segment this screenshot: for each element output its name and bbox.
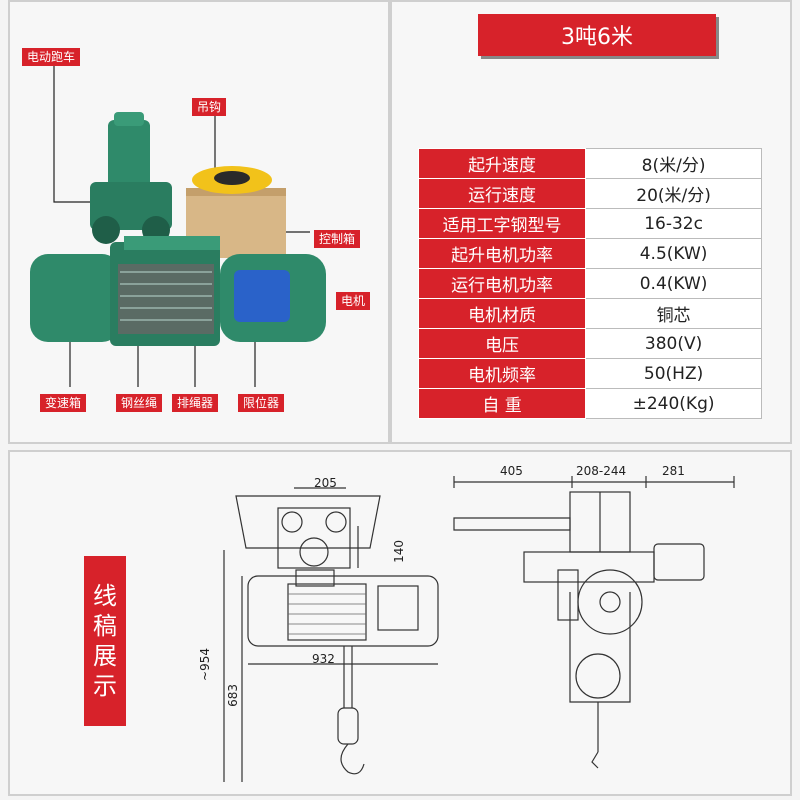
spec-key: 起升电机功率 xyxy=(417,238,587,269)
callout-rope-guide: 排绳器 xyxy=(172,394,219,412)
callout-wire-rope: 钢丝绳 xyxy=(116,394,163,412)
spec-key: 电压 xyxy=(417,328,587,359)
spec-key: 运行速度 xyxy=(417,178,587,209)
banner-char: 展 xyxy=(93,642,117,670)
line-drawing-panel: 205 140 932 ~954 683 405 208-244 281 xyxy=(8,450,792,796)
spec-value: 4.5(KW) xyxy=(585,238,762,269)
table-row: 自 重±240(Kg) xyxy=(417,388,762,419)
callout-motor: 电机 xyxy=(336,292,371,310)
spec-value: 铜芯 xyxy=(585,298,762,329)
callout-trolley: 电动跑车 xyxy=(22,48,81,66)
callout-gearbox: 变速箱 xyxy=(40,394,87,412)
spec-value: 0.4(KW) xyxy=(585,268,762,299)
spec-value: 380(V) xyxy=(585,328,762,359)
dim-281: 281 xyxy=(662,464,685,478)
dim-683: 683 xyxy=(226,684,240,707)
dim-954: ~954 xyxy=(198,648,212,681)
spec-value: 50(HZ) xyxy=(585,358,762,389)
spec-key: 起升速度 xyxy=(417,148,587,179)
spec-key: 自 重 xyxy=(417,388,587,419)
dim-208-244: 208-244 xyxy=(576,464,627,478)
banner-char: 线 xyxy=(93,582,117,610)
banner-char: 示 xyxy=(93,672,117,700)
product-title: 3吨6米 xyxy=(478,14,716,56)
technical-drawing xyxy=(223,476,735,782)
callout-hook: 吊钩 xyxy=(192,98,227,116)
spec-value: 16-32c xyxy=(585,208,762,239)
callout-control-box: 控制箱 xyxy=(314,230,361,248)
spec-key: 电机材质 xyxy=(417,298,587,329)
spec-value: 20(米/分) xyxy=(585,178,762,209)
banner-char: 稿 xyxy=(93,612,117,640)
spec-value: 8(米/分) xyxy=(585,148,762,179)
callout-limiter: 限位器 xyxy=(238,394,285,412)
spec-value: ±240(Kg) xyxy=(585,388,762,419)
product-photo-panel: 电动跑车 吊钩 控制箱 电机 变速箱 钢丝绳 排绳器 限位器 xyxy=(8,0,390,444)
dim-405: 405 xyxy=(500,464,523,478)
spec-key: 适用工字钢型号 xyxy=(417,208,587,239)
dim-205: 205 xyxy=(314,476,337,490)
spec-key: 电机频率 xyxy=(417,358,587,389)
hoist-photo xyxy=(30,64,326,387)
drawing-banner: 线 稿 展 示 xyxy=(84,556,126,726)
dim-932: 932 xyxy=(312,652,335,666)
table-row: 电机材质铜芯 xyxy=(417,298,762,329)
dim-140: 140 xyxy=(392,540,406,563)
spec-key: 运行电机功率 xyxy=(417,268,587,299)
